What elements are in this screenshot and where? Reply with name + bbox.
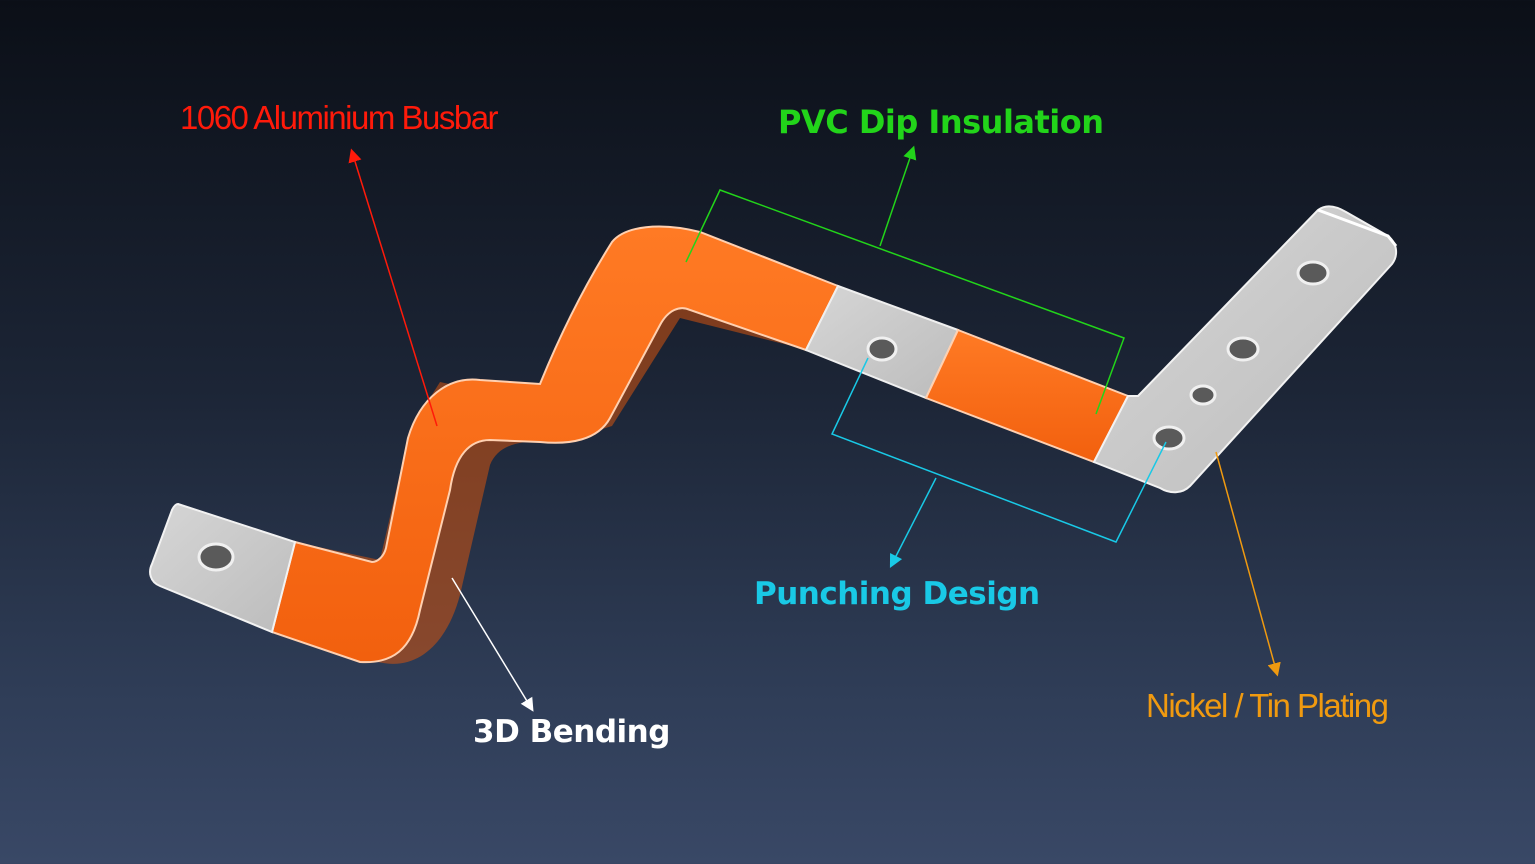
- punching-design-label: Punching Design: [754, 576, 1040, 612]
- right-terminal-edge: [1317, 208, 1398, 247]
- middle-punch-hole: [866, 336, 898, 362]
- terminal-hole-2: [1226, 336, 1260, 362]
- left-terminal-hole: [197, 542, 235, 572]
- punching-callout-arrow: [889, 477, 937, 569]
- bending-label: 3D Bending: [473, 714, 670, 750]
- bending-callout-arrow: [451, 577, 534, 712]
- terminal-hole-3: [1189, 384, 1217, 406]
- punching-callout-bracket: [830, 357, 1167, 543]
- busbar-label: 1060 Aluminium Busbar: [180, 99, 499, 136]
- pvc-insulation-label: PVC Dip Insulation: [778, 103, 1104, 141]
- plating-label: Nickel / Tin Plating: [1146, 687, 1389, 724]
- busbar-callout-arrow: [348, 148, 438, 427]
- pvc-callout-arrow: [879, 145, 917, 247]
- terminal-hole-4: [1152, 425, 1186, 451]
- busbar-body: [149, 205, 1398, 664]
- insulation-straight-section: [924, 328, 1130, 464]
- plating-callout-arrow: [1215, 451, 1281, 677]
- pvc-callout-bracket: [685, 189, 1125, 415]
- terminal-hole-1: [1296, 260, 1330, 286]
